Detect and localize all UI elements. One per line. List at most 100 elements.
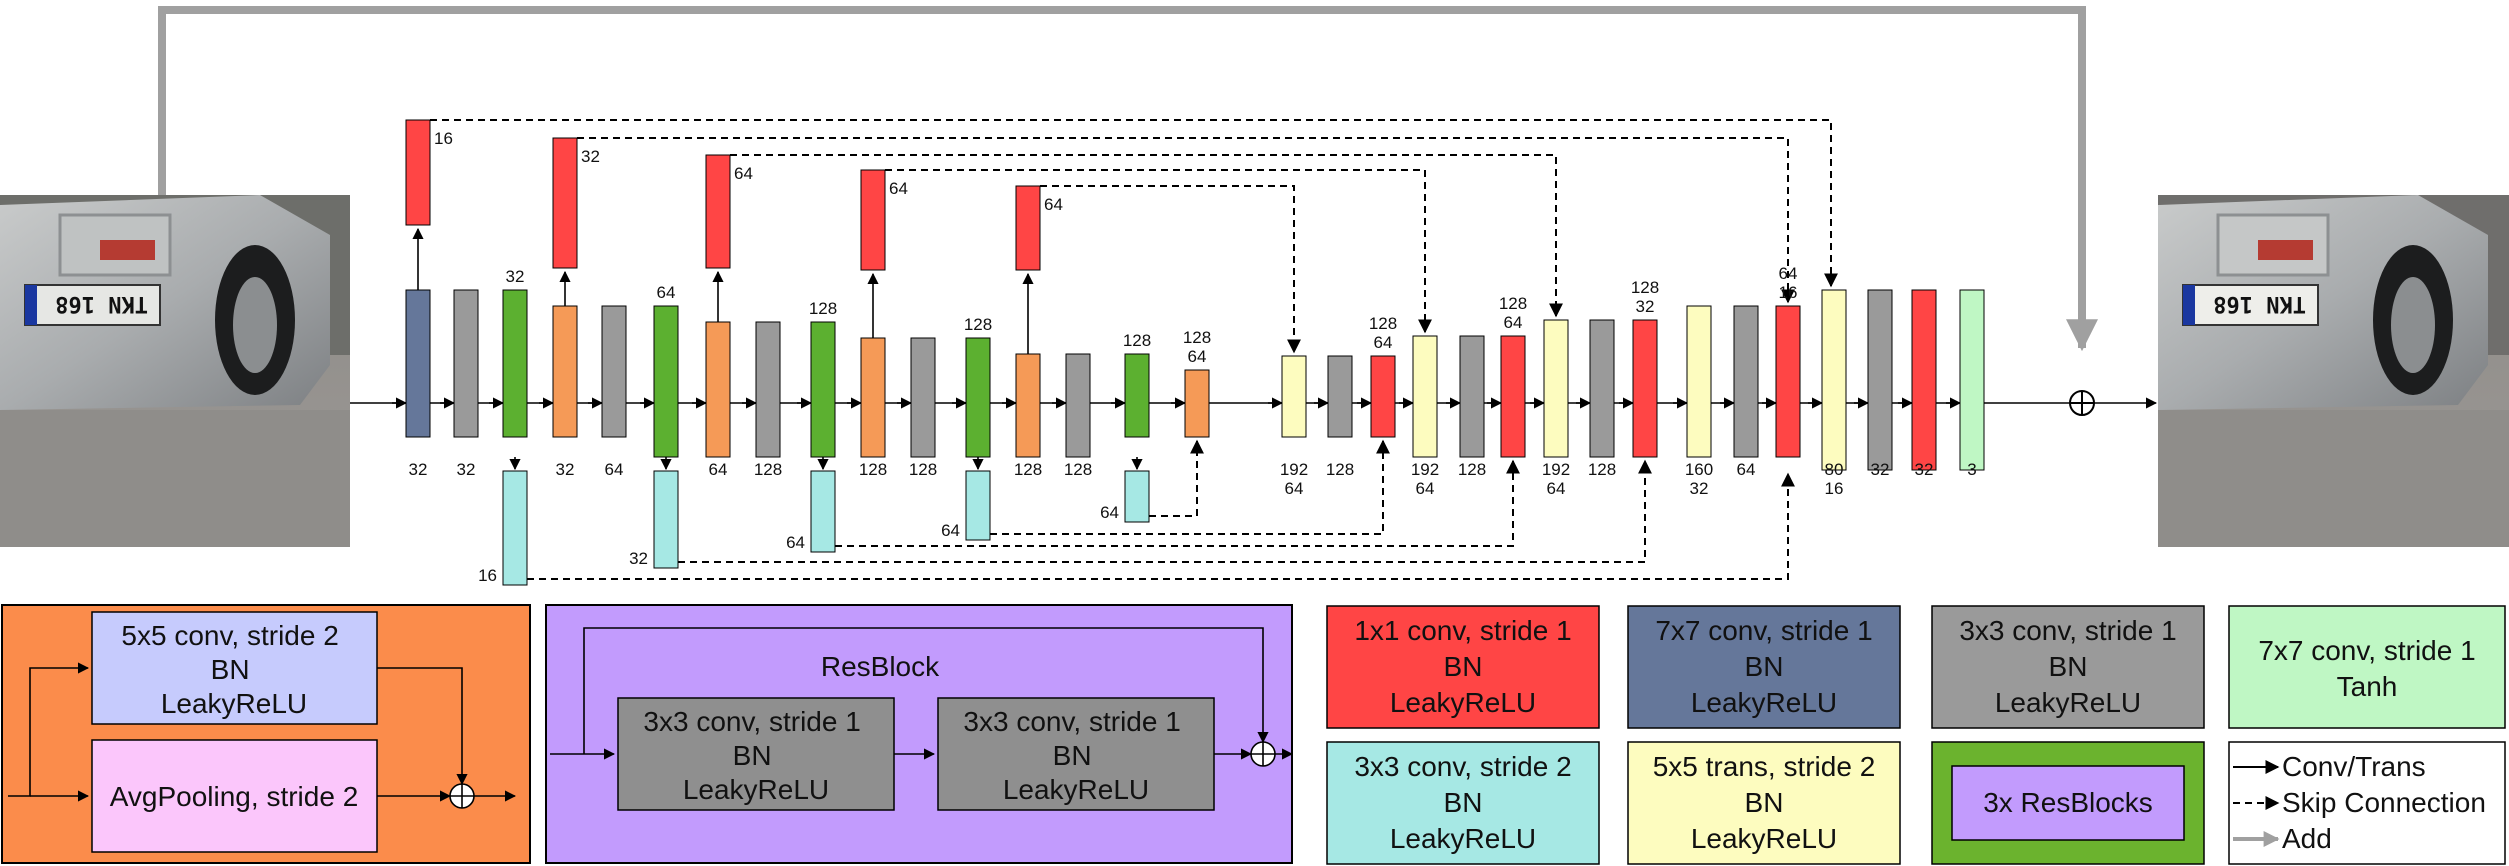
block-yellow <box>1281 355 1307 438</box>
block-channel-label: 128 <box>859 460 887 479</box>
block-green <box>810 321 836 458</box>
block-gray <box>755 321 781 458</box>
skip-channel-label: 32 <box>581 147 600 166</box>
block-channel-label: 128 <box>1123 331 1151 350</box>
skip-connections <box>430 119 1838 580</box>
downsample-conv-block <box>810 470 836 553</box>
block-channel-label: 128 <box>809 299 837 318</box>
skip-1x1-conv-block <box>405 119 431 226</box>
skip-channel-label: 16 <box>434 129 453 148</box>
output-car-image: TKN 168 <box>2158 195 2509 547</box>
block-orange <box>705 321 731 458</box>
legend-gray-arrow-label: Add <box>2282 823 2332 854</box>
block-gray <box>1459 335 1485 458</box>
block-red <box>1632 319 1658 458</box>
legend-resblocks-box: 3x ResBlocks <box>1931 741 2205 865</box>
block-gray <box>1589 319 1615 458</box>
block-channel-label: 32 <box>409 460 428 479</box>
downsample-channel-label: 64 <box>941 521 960 540</box>
block-red <box>1775 305 1801 458</box>
block-red <box>1370 355 1396 438</box>
legend-solid-arrow-label: Conv/Trans <box>2282 751 2426 782</box>
output-plate-text: TKN 168 <box>2213 291 2306 316</box>
add-node <box>2069 390 2095 416</box>
skip-channel-label: 64 <box>734 164 753 183</box>
block-orange <box>552 305 578 438</box>
legend-resblock-conv1-box <box>617 697 895 811</box>
block-green <box>502 289 528 438</box>
block-channel-label: 32 <box>556 460 575 479</box>
legend-resblock-conv2-box <box>937 697 1215 811</box>
block-channel-label: 32 <box>506 267 525 286</box>
input-plate-text: TKN 168 <box>55 291 148 316</box>
block-mint <box>1959 289 1985 471</box>
block-red <box>1500 335 1526 458</box>
skip-1x1-conv-block <box>860 169 886 271</box>
legend-avgpool-box <box>91 739 378 853</box>
add-skip-arrow <box>158 6 2098 352</box>
skip-channel-label: 64 <box>1044 195 1063 214</box>
block-channel-label: 32 <box>1915 460 1934 479</box>
downsample-channel-label: 64 <box>786 533 805 552</box>
downsample-channel-label: 16 <box>478 566 497 585</box>
block-channel-label: 128 <box>1064 460 1092 479</box>
block-channel-label: 128 <box>1458 460 1486 479</box>
legend-avgpool-text: AvgPooling, stride 2 <box>110 781 359 812</box>
block-green <box>1124 353 1150 438</box>
block-channel-label: 64 <box>605 460 624 479</box>
block-orange <box>1015 353 1041 458</box>
network-blocks: 32 32 32 32 64 64 64 128 128 128 128 128 128 128 128 12… <box>405 119 1985 586</box>
block-channel-label: 3 <box>1967 460 1976 479</box>
legend-resblocks-text: 3x ResBlocks <box>1983 787 2153 818</box>
block-gray <box>1733 305 1759 458</box>
downsample-conv-block <box>965 470 991 541</box>
downsample-conv-block <box>653 470 679 569</box>
legend-resblock-title: ResBlock <box>821 651 940 682</box>
block-yellow <box>1686 305 1712 458</box>
block-gray <box>1065 353 1091 458</box>
input-car-image: TKN 168 <box>0 195 350 547</box>
block-slate <box>405 289 431 438</box>
downsample-channel-label: 32 <box>629 549 648 568</box>
block-channel-label: 128 <box>909 460 937 479</box>
legend-downsample-conv-box <box>91 611 378 725</box>
block-orange <box>860 337 886 458</box>
block-channel-label: 128 <box>1326 460 1354 479</box>
legend-arrow-key: Conv/Trans Skip Connection Add <box>2228 741 2506 865</box>
downsample-conv-block <box>1124 470 1150 523</box>
legend-resblock-conv1-text: 3x3 conv, stride 1 BN LeakyReLU <box>643 706 868 805</box>
block-channel-label: 32 <box>457 460 476 479</box>
block-orange <box>1184 369 1210 438</box>
skip-1x1-conv-block <box>705 154 731 269</box>
skip-1x1-conv-block <box>552 137 578 269</box>
block-yellow <box>1412 335 1438 458</box>
block-channel-label: 64 <box>709 460 728 479</box>
block-green <box>653 305 679 458</box>
downsample-conv-block <box>502 470 528 586</box>
block-channel-label: 128 <box>964 315 992 334</box>
legend-resblock-panel: ResBlock 3x3 conv, stride 1 BN LeakyReLU… <box>545 604 1294 864</box>
block-channel-label: 128 <box>754 460 782 479</box>
skip-channel-label: 64 <box>889 179 908 198</box>
